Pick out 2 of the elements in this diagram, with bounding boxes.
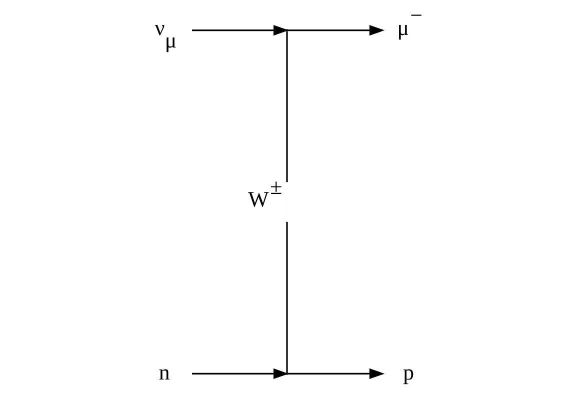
node-text: n xyxy=(158,359,170,384)
node-text: p xyxy=(403,359,414,384)
